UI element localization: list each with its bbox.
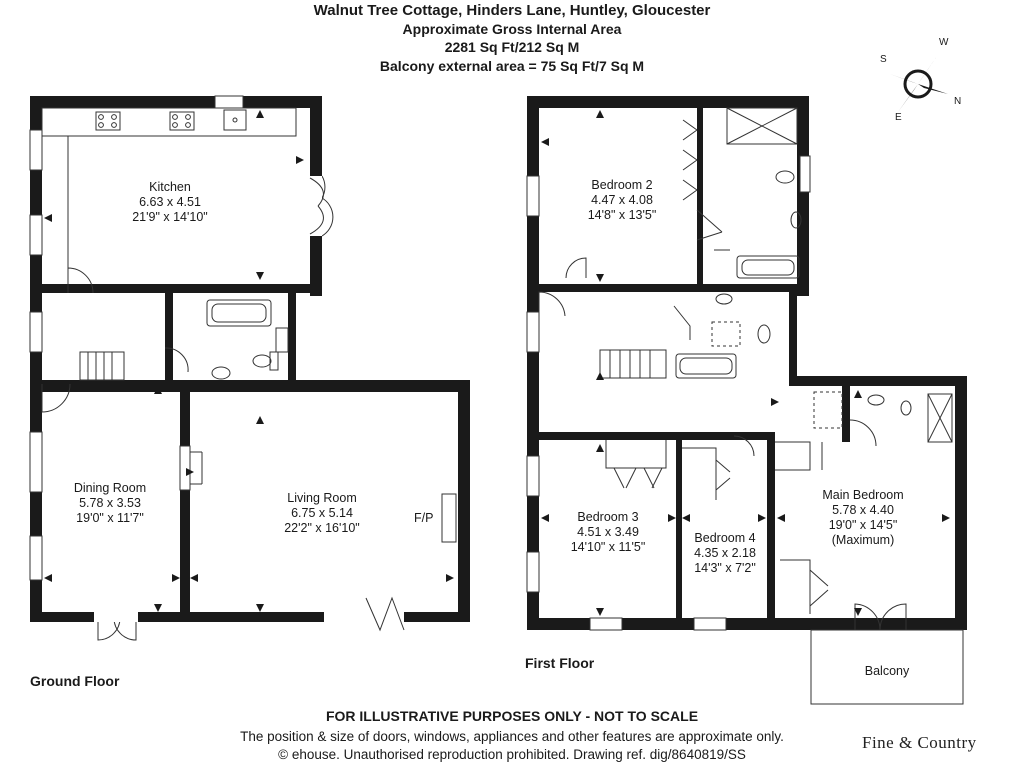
room-imperial: 14'10" x 11'5" [570, 540, 646, 554]
compass-s: S [880, 54, 887, 65]
room-bedroom-3: Bedroom 3 4.51 x 3.49 14'10" x 11'5" [548, 510, 668, 555]
balcony-label: Balcony [864, 664, 910, 678]
first-floor-fittings [526, 107, 964, 705]
room-imperial: 14'8" x 13'5" [587, 208, 657, 222]
compass-n: N [954, 96, 962, 107]
brand-logo: Fine & Country [862, 733, 977, 752]
room-imperial: 19'0" x 14'5" [828, 518, 898, 532]
room-imperial: 19'0" x 11'7" [76, 511, 144, 525]
first-dimension-arrows [541, 110, 950, 616]
room-name: Bedroom 3 [577, 510, 639, 524]
room-name: Dining Room [73, 481, 147, 495]
room-metric: 5.78 x 4.40 [832, 503, 894, 517]
room-name: Bedroom 4 [694, 531, 756, 545]
room-living: Living Room 6.75 x 5.14 22'2" x 16'10" [262, 491, 382, 536]
room-metric: 4.35 x 2.18 [694, 546, 756, 560]
ground-dimension-arrows [44, 110, 454, 612]
room-name: Bedroom 2 [591, 178, 653, 192]
area-subtitle: Approximate Gross Internal Area [402, 21, 622, 37]
room-bedroom-2: Bedroom 2 4.47 x 4.08 14'8" x 13'5" [562, 178, 682, 223]
compass-rose [890, 56, 948, 112]
room-main-bedroom: Main Bedroom 5.78 x 4.40 19'0" x 14'5" (… [800, 488, 926, 548]
room-kitchen: Kitchen 6.63 x 4.51 21'9" x 14'10" [110, 180, 230, 225]
ground-bathroom [206, 299, 289, 380]
room-dining: Dining Room 5.78 x 3.53 19'0" x 11'7" [50, 481, 170, 526]
room-note: (Maximum) [831, 533, 895, 547]
room-metric: 5.78 x 3.53 [79, 496, 141, 510]
ground-doors [94, 445, 457, 641]
room-metric: 4.51 x 3.49 [577, 525, 639, 539]
first-floor-label: First Floor [525, 655, 595, 671]
kitchen-fittings [29, 95, 334, 581]
compass-e: E [895, 112, 902, 123]
compass-w: W [939, 37, 949, 48]
disclaimer: FOR ILLUSTRATIVE PURPOSES ONLY - NOT TO … [325, 708, 699, 724]
room-name: Main Bedroom [822, 488, 904, 502]
room-imperial: 21'9" x 14'10" [132, 210, 208, 224]
ground-hall [41, 267, 189, 413]
room-metric: 4.47 x 4.08 [591, 193, 653, 207]
room-bedroom-4: Bedroom 4 4.35 x 2.18 14'3" x 7'2" [682, 531, 768, 576]
ground-floor-label: Ground Floor [30, 673, 120, 689]
approximation-note: The position & size of doors, windows, a… [240, 729, 784, 744]
room-imperial: 14'3" x 7'2" [694, 561, 756, 575]
room-metric: 6.63 x 4.51 [139, 195, 201, 209]
copyright-note: © ehouse. Unauthorised reproduction proh… [278, 747, 746, 762]
room-name: Living Room [287, 491, 357, 505]
room-imperial: 22'2" x 16'10" [284, 521, 360, 535]
room-name: Kitchen [149, 180, 191, 194]
room-metric: 6.75 x 5.14 [291, 506, 353, 520]
gross-area: 2281 Sq Ft/212 Sq M [444, 39, 580, 55]
plan-title: Walnut Tree Cottage, Hinders Lane, Huntl… [313, 2, 711, 19]
balcony-area: Balcony external area = 75 Sq Ft/7 Sq M [379, 58, 645, 74]
fireplace-label: F/P [414, 511, 434, 525]
